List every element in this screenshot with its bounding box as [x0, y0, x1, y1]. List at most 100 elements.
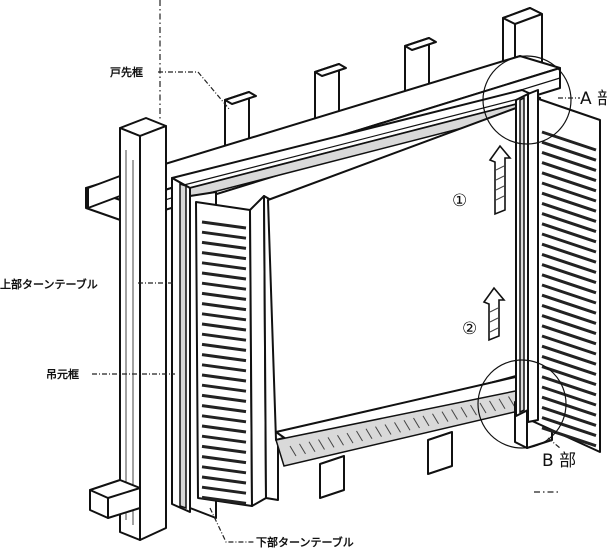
right-louver-slat [541, 242, 597, 264]
right-louver-slat [541, 252, 597, 274]
left-louver-slat [201, 322, 247, 332]
sill-hatch-line [432, 413, 439, 425]
left-louver-slat [201, 220, 247, 230]
sill-hatch-line [384, 424, 392, 435]
left-louver-slat [201, 414, 247, 424]
right-louver-slat [541, 283, 597, 305]
left-beam-stub-top [87, 175, 121, 209]
label-detail-b: B 部 [542, 451, 576, 471]
left-louver-slat [201, 465, 247, 475]
sill-hatch-line [460, 407, 468, 418]
left-louver-slat [201, 363, 247, 373]
right-louver-slat [541, 344, 597, 366]
sill-hatch-line [308, 441, 316, 452]
right-louver-slat [541, 314, 597, 336]
floor-joist-2 [427, 431, 453, 475]
sill-hatch-line [394, 422, 401, 433]
left-shutter-leaf [195, 201, 253, 507]
label-upper-turntable: 上部ターンテーブル [0, 277, 98, 291]
leader-lower-turntable [209, 507, 254, 543]
right-louver-slat [541, 212, 597, 234]
arrow-2 [482, 286, 506, 342]
bottom-sill [275, 375, 541, 467]
left-louver-slat [201, 230, 247, 240]
sill-hatch-line [365, 428, 373, 440]
sill-hatch-line [356, 430, 363, 442]
left-jamb [171, 177, 191, 513]
sill-hatch-line [489, 400, 496, 412]
sill-hatch-line [327, 437, 335, 448]
left-louver-slat [201, 373, 247, 383]
sill-hatch-line [422, 415, 430, 427]
left-louver-slat [201, 393, 247, 403]
left-louver-slat [201, 444, 247, 454]
left-louver-slat [201, 332, 247, 342]
arrow-1 [488, 144, 512, 216]
right-louver-slat [541, 232, 597, 254]
left-louver-slat [201, 312, 247, 322]
left-louver-slat [201, 291, 247, 301]
left-louver-slat [201, 404, 247, 414]
sill-hatch-line [479, 402, 487, 414]
left-louver-slat [201, 455, 247, 465]
leader-top-pivot [158, 71, 231, 111]
right-louver-slat [541, 273, 597, 295]
head-frame [171, 89, 541, 199]
right-louver-slat [541, 354, 597, 376]
right-louver-slat [541, 171, 597, 193]
right-louver-slat [541, 395, 597, 417]
label-top-pivot: 戸先框 [110, 65, 143, 79]
sill-hatch-line [375, 426, 382, 437]
right-louver-slat [541, 181, 597, 203]
sill-hatch-line [337, 434, 344, 446]
sill-hatch-line [299, 443, 306, 455]
label-lower-turntable: 下部ターンテーブル [256, 535, 354, 549]
sill-hatch-line [346, 432, 354, 444]
left-louver-slat [201, 383, 247, 393]
left-louver-slat [201, 424, 247, 434]
left-louver-slat [201, 342, 247, 352]
right-shutter-leaf [527, 89, 601, 453]
left-louver-slat [201, 271, 247, 281]
left-louver-slat [201, 353, 247, 363]
left-louver-slat [201, 251, 247, 261]
left-post [119, 117, 167, 541]
sill-hatch-line [441, 411, 449, 422]
right-louver-slat [541, 150, 597, 172]
leader-detail-b [547, 437, 561, 449]
right-louver-slat [541, 385, 597, 407]
sill-hatch-line [470, 404, 477, 416]
label-step-2: ② [462, 319, 477, 339]
sill-hatch-line [289, 445, 297, 457]
detail-circle-b [477, 359, 567, 449]
left-louver-slat [201, 240, 247, 250]
label-step-1: ① [452, 191, 467, 211]
sill-hatch-line [413, 417, 420, 429]
left-louver-slat [201, 495, 247, 505]
right-louver-slat [541, 222, 597, 244]
floor-joist-1 [319, 455, 345, 499]
sill-hatch-line [451, 409, 458, 420]
right-louver-slat [541, 161, 597, 183]
right-louver-slat [541, 426, 597, 448]
label-detail-a: A 部 [580, 89, 607, 109]
right-louver-slat [541, 263, 597, 285]
detail-circle-a [482, 55, 572, 145]
left-beam-stub-bottom [89, 479, 141, 519]
right-louver-slat [541, 140, 597, 162]
right-louver-slat [541, 375, 597, 397]
left-louver-slat [201, 485, 247, 495]
left-louver-slat [201, 281, 247, 291]
left-louver-slat [201, 475, 247, 485]
right-louver-slat [541, 303, 597, 325]
left-louver-slat [201, 302, 247, 312]
right-louver-slat [541, 191, 597, 213]
left-louver-slat [201, 261, 247, 271]
right-jamb [515, 93, 529, 417]
sill-hatch-line [403, 419, 411, 431]
right-louver-slat [541, 416, 597, 438]
left-louver-slat [201, 434, 247, 444]
sill-hatch-line [508, 396, 515, 407]
